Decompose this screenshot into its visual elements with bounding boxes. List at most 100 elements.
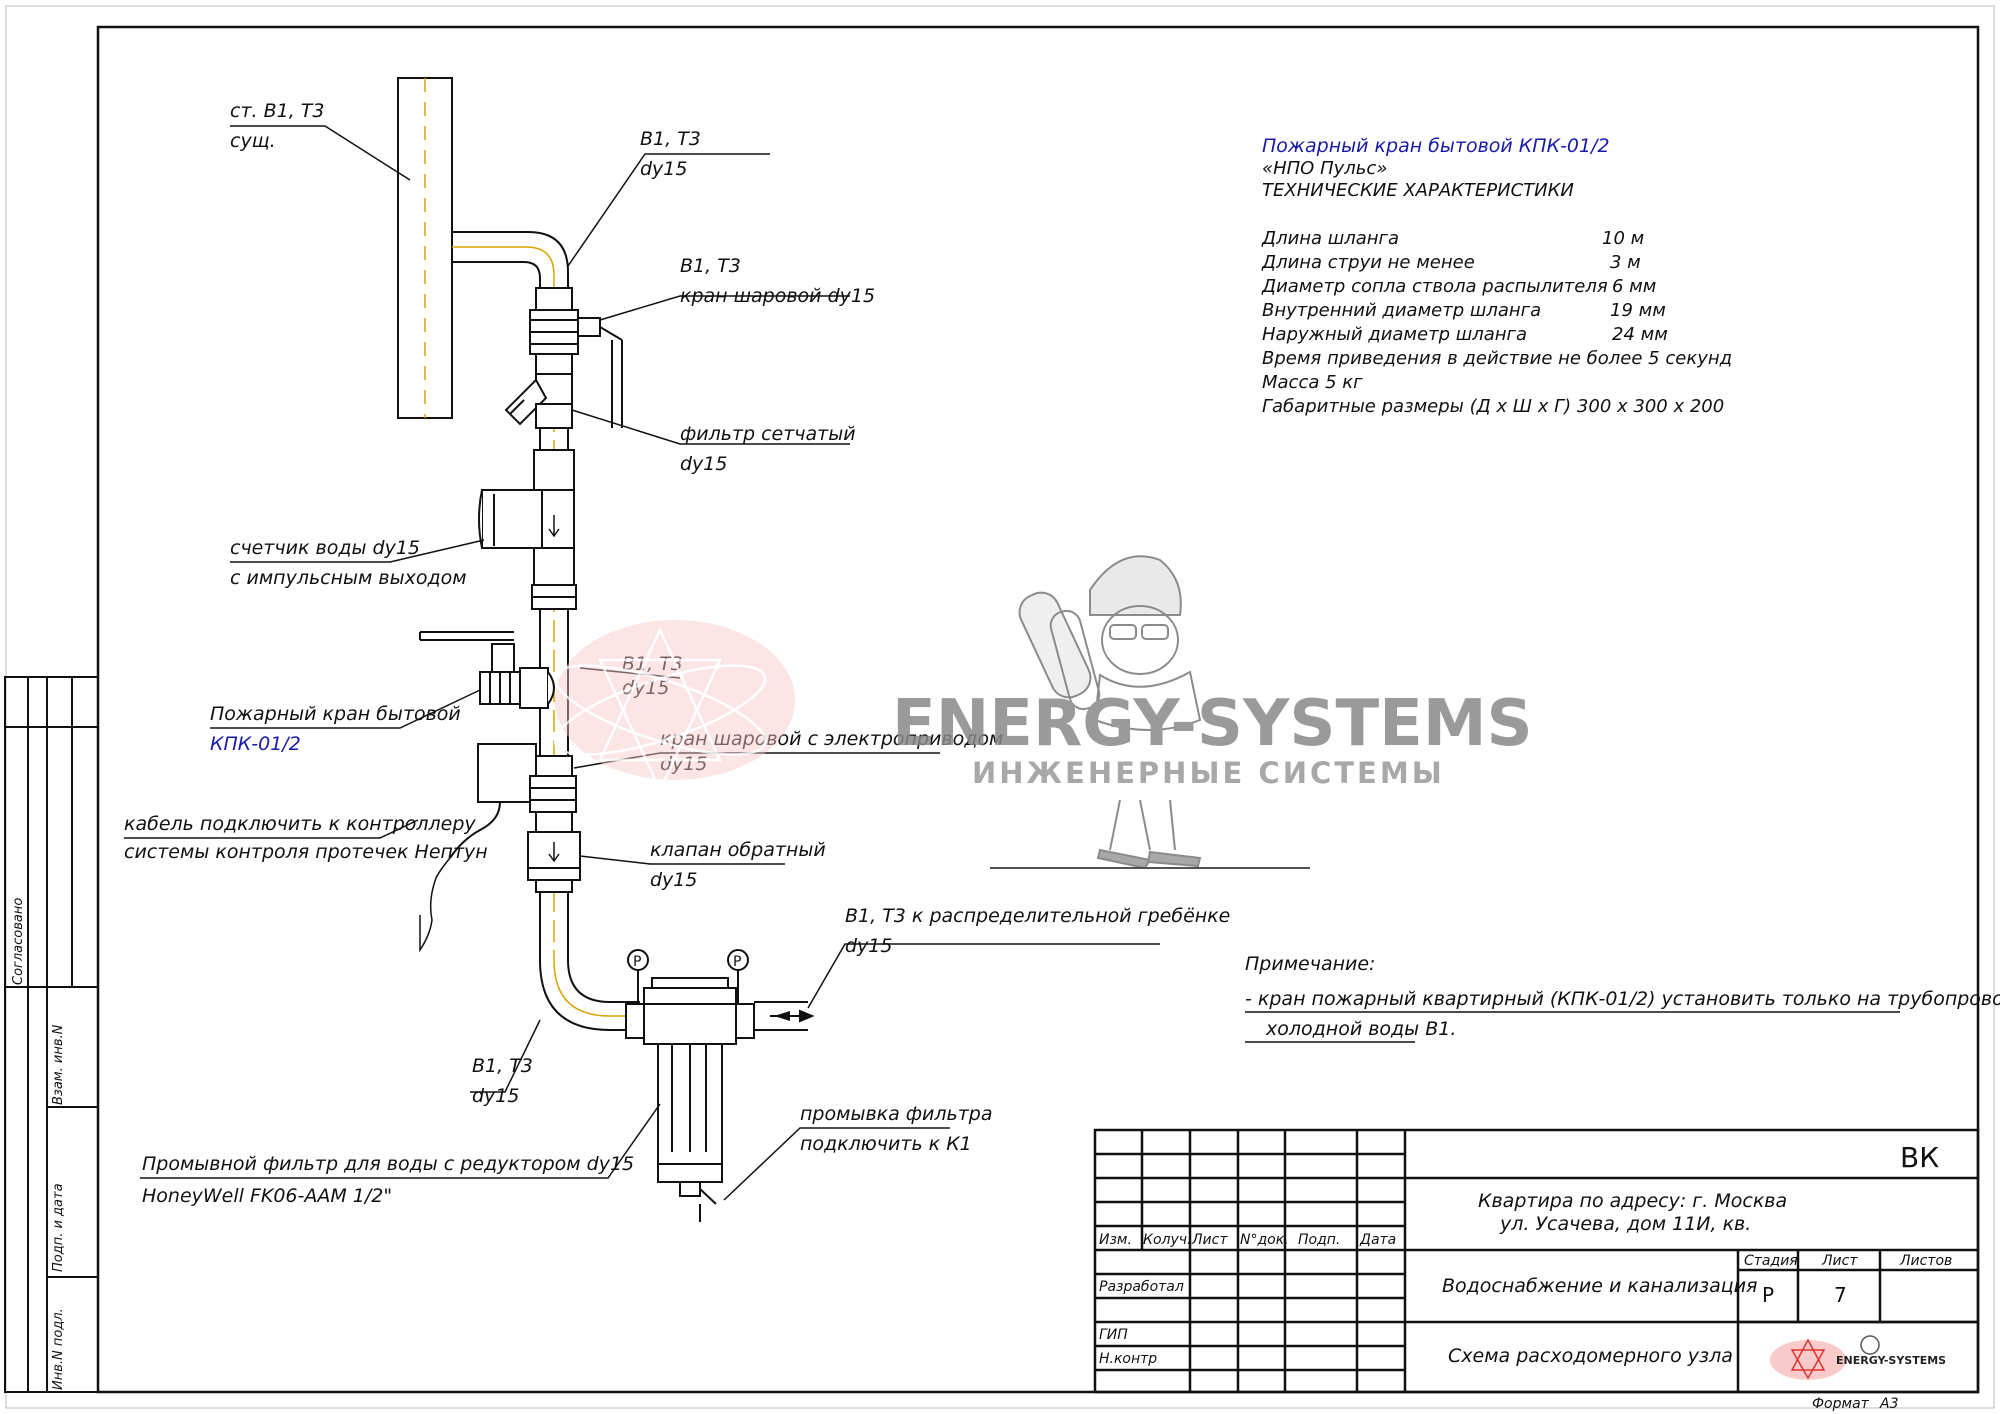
branch-elbow xyxy=(452,231,569,290)
tb-header: Дата xyxy=(1359,1232,1396,1248)
side-stamp-agreed: Согласовано xyxy=(11,898,26,985)
strainer-filter xyxy=(504,373,573,429)
flush-filter-label-2: HoneyWell FK06-AAM 1/2" xyxy=(142,1185,392,1207)
bottom-pipe-label-2: dy15 xyxy=(472,1085,519,1107)
tb-role-gip: ГИП xyxy=(1099,1327,1128,1343)
bottom-pipe-label-1: В1, Т3 xyxy=(472,1055,533,1077)
tb-header: N°док. xyxy=(1240,1232,1289,1248)
flush-filter-housing xyxy=(625,949,755,1222)
riser-label-2: сущ. xyxy=(230,130,276,152)
tb-address-2: ул. Усачева, дом 11И, кв. xyxy=(1499,1213,1751,1235)
gauge-right-label: P xyxy=(733,954,741,970)
spec-row-name: Длина шланга xyxy=(1261,228,1399,249)
gauge-left-label: P xyxy=(633,954,641,970)
spec-row-name: Наружный диаметр шланга xyxy=(1262,324,1527,345)
spec-row-value: 3 м xyxy=(1610,252,1641,273)
riser-label-1: ст. В1, Т3 xyxy=(230,100,325,122)
fire-valve-label-1: Пожарный кран бытовой xyxy=(210,703,461,725)
tb-sheet-number: 7 xyxy=(1834,1283,1847,1307)
cable-label-1: кабель подключить к контроллеру xyxy=(124,813,476,835)
meter-label-1: счетчик воды dy15 xyxy=(230,537,420,559)
ball-valve xyxy=(529,287,623,428)
motor-valve-label-1: кран шаровой с электроприводом xyxy=(660,728,1003,750)
check-valve xyxy=(527,831,581,893)
leader-lines xyxy=(124,125,1900,1201)
worker-figure-icon xyxy=(990,555,1310,870)
branch-top-label-1: В1, Т3 xyxy=(640,128,701,150)
spec-row-value: 19 мм xyxy=(1610,300,1666,321)
outlet-label-1: В1, Т3 к распределительной гребёнке xyxy=(845,905,1230,927)
tb-role-control: Н.контр xyxy=(1099,1351,1157,1367)
motor-valve-label-2: dy15 xyxy=(660,753,707,775)
company-logo: ENERGY-SYSTEMS xyxy=(1770,1335,1946,1380)
side-stamp-inv: Инв.N подл. xyxy=(51,1308,66,1390)
spec-line: Масса 5 кг xyxy=(1262,372,1363,393)
tb-sheet-label: Лист xyxy=(1821,1253,1858,1269)
flow-arrow xyxy=(774,1011,790,1021)
pipe-union xyxy=(531,584,577,610)
tb-stage: Р xyxy=(1762,1283,1774,1307)
spec-row-name: Длина струи не менее xyxy=(1261,252,1475,273)
fire-valve-label-2: КПК-01/2 xyxy=(210,733,301,755)
flush-label-1: промывка фильтра xyxy=(800,1103,993,1125)
pipe-schematic: P P xyxy=(397,77,815,1222)
watermark: ENERGY-SYSTEMS ИНЖЕНЕРНЫЕ СИСТЕМЫ xyxy=(553,555,1533,870)
watermark-subtitle: ИНЖЕНЕРНЫЕ СИСТЕМЫ xyxy=(972,756,1445,790)
spec-row-value: 6 мм xyxy=(1612,276,1656,297)
spec-block: Пожарный кран бытовой КПК-01/2 «НПО Пуль… xyxy=(1261,135,1732,417)
spec-maker: «НПО Пульс» xyxy=(1262,158,1387,179)
flush-filter-label-1: Промывной фильтр для воды с редуктором d… xyxy=(142,1153,634,1175)
meter-label-2: с импульсным выходом xyxy=(230,567,467,589)
spec-line: Время приведения в действие не более 5 с… xyxy=(1262,348,1732,369)
motorized-ball-valve xyxy=(449,743,577,859)
pipe-labels: ст. В1, Т3 сущ. В1, Т3 dy15 В1, Т3 кран … xyxy=(124,100,1230,1207)
logo-text: ENERGY-SYSTEMS xyxy=(1836,1354,1946,1367)
ball-valve-label-2: кран шаровой dy15 xyxy=(680,285,875,307)
title-block-text: Изм. Колуч. Лист N°док. Подп. Дата Разра… xyxy=(1099,1141,1952,1412)
fire-valve xyxy=(419,631,555,709)
note-block: Примечание: - кран пожарный квартирный (… xyxy=(1245,953,2000,1040)
tb-address-1: Квартира по адресу: г. Москва xyxy=(1478,1190,1787,1212)
spec-row-name: Диаметр сопла ствола распылителя xyxy=(1261,276,1608,297)
tb-section: Водоснабжение и канализация xyxy=(1442,1275,1757,1297)
flush-label-2: подключить к К1 xyxy=(800,1133,972,1155)
cable-line xyxy=(419,857,451,953)
mid-pipe-label-1: В1, Т3 xyxy=(622,653,683,675)
existing-riser xyxy=(397,77,453,419)
tb-header: Лист xyxy=(1191,1232,1228,1248)
watermark-brand: ENERGY-SYSTEMS xyxy=(892,687,1533,761)
spec-row-value: 10 м xyxy=(1602,228,1644,249)
tb-header: Изм. xyxy=(1099,1232,1132,1248)
side-stamp-replace: Взам. инв.N xyxy=(51,1024,66,1105)
spec-row-name: Внутренний диаметр шланга xyxy=(1262,300,1541,321)
note-title: Примечание: xyxy=(1245,953,1375,975)
check-valve-label-1: клапан обратный xyxy=(650,839,826,861)
side-stamp xyxy=(4,676,99,1393)
format-label: Формат xyxy=(1812,1396,1870,1412)
tb-sheets-label: Листов xyxy=(1899,1253,1952,1269)
branch-top-label-2: dy15 xyxy=(640,158,687,180)
spec-heading: ТЕХНИЧЕСКИЕ ХАРАКТЕРИСТИКИ xyxy=(1262,180,1574,201)
check-valve-label-2: dy15 xyxy=(650,869,697,891)
tb-header: Колуч. xyxy=(1143,1232,1191,1248)
tb-code: ВК xyxy=(1900,1141,1939,1174)
note-line-1: - кран пожарный квартирный (КПК-01/2) ус… xyxy=(1245,988,2000,1010)
strainer-label-2: dy15 xyxy=(680,453,727,475)
tb-header: Подп. xyxy=(1298,1232,1340,1248)
mid-pipe-label-2: dy15 xyxy=(622,677,669,699)
tb-sheet-title: Схема расходомерного узла xyxy=(1448,1345,1733,1367)
note-line-2: холодной воды В1. xyxy=(1265,1018,1456,1040)
spec-row-value: 24 мм xyxy=(1612,324,1668,345)
tb-stage-label: Стадия xyxy=(1744,1253,1798,1269)
title-block xyxy=(1093,1128,1980,1394)
spec-title: Пожарный кран бытовой КПК-01/2 xyxy=(1262,135,1610,157)
side-stamp-sign-date: Подп. и дата xyxy=(51,1183,66,1272)
outlet-label-2: dy15 xyxy=(845,935,892,957)
water-meter xyxy=(478,449,575,589)
spec-line: Габаритные размеры (Д x Ш x Г) 300 x 300… xyxy=(1262,396,1724,417)
ball-valve-label-1: В1, Т3 xyxy=(680,255,741,277)
tb-role-developer: Разработал xyxy=(1099,1279,1184,1295)
format-value: А3 xyxy=(1879,1396,1898,1412)
strainer-label-1: фильтр сетчатый xyxy=(680,423,856,445)
